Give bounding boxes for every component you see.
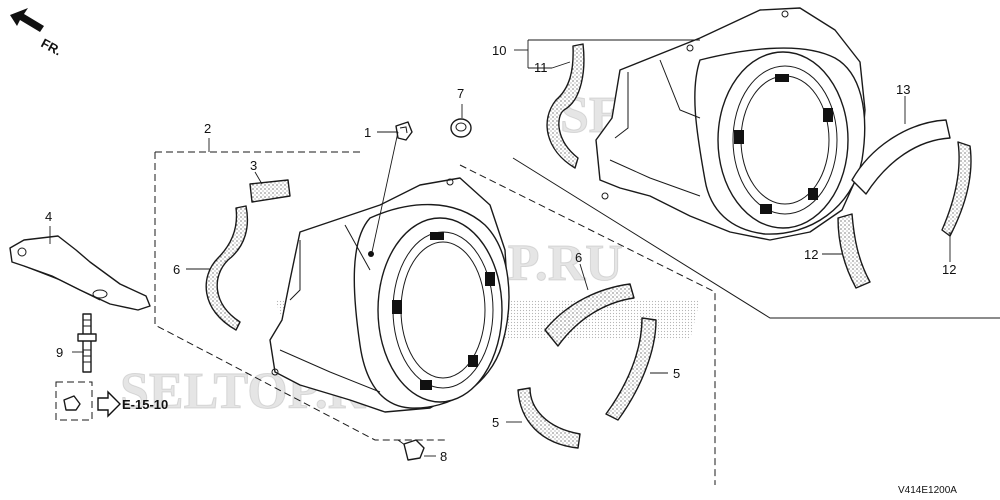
fan-cover-upper <box>595 7 866 241</box>
callout-10: 10 <box>492 43 506 58</box>
arc-seal-13 <box>851 119 951 195</box>
group-boundary-upper <box>512 157 1000 319</box>
nut-7 <box>450 118 472 138</box>
clip-1 <box>395 121 413 141</box>
group-boundary-lower <box>154 151 716 485</box>
arc-seal-5-lower <box>517 387 581 449</box>
bracket-4 <box>9 235 151 311</box>
callout-11: 11 <box>534 60 548 75</box>
arc-seal-5-right <box>605 317 657 421</box>
callout-9: 9 <box>56 345 63 360</box>
reference-part-box <box>55 381 93 421</box>
arc-seal-12-lower <box>837 213 871 289</box>
callout-12-right: 12 <box>942 262 956 277</box>
arc-seal-12-right <box>941 141 972 237</box>
flange-bolt-8 <box>397 439 425 461</box>
callout-1: 1 <box>364 125 371 140</box>
foam-block-3 <box>249 179 291 203</box>
seal-strip-11 <box>546 43 585 169</box>
reference-label: E-15-10 <box>122 397 168 412</box>
callout-7: 7 <box>457 86 464 101</box>
callout-8: 8 <box>440 449 447 464</box>
leader-lines <box>49 39 951 457</box>
callout-3: 3 <box>250 158 257 173</box>
callout-2: 2 <box>204 121 211 136</box>
direction-label: FR. <box>39 35 65 58</box>
figure-code: V414E1200A <box>898 485 957 496</box>
stud-bolt-9 <box>77 313 97 373</box>
front-direction-arrow-icon <box>10 8 44 32</box>
reference-arrow-icon <box>97 390 121 418</box>
callout-5-right: 5 <box>673 366 680 381</box>
callout-6-right: 6 <box>575 250 582 265</box>
callout-labels: 10 11 13 12 12 7 1 2 3 4 6 6 9 5 5 8 <box>45 43 956 464</box>
arc-seal-6-right <box>544 283 635 347</box>
seal-strip-6-left <box>205 205 249 331</box>
callout-4: 4 <box>45 209 52 224</box>
callout-13: 13 <box>896 82 910 97</box>
callout-5-lower: 5 <box>492 415 499 430</box>
callout-12-lower: 12 <box>804 247 818 262</box>
callout-6-left: 6 <box>173 262 180 277</box>
reference-nut-icon <box>63 395 81 411</box>
